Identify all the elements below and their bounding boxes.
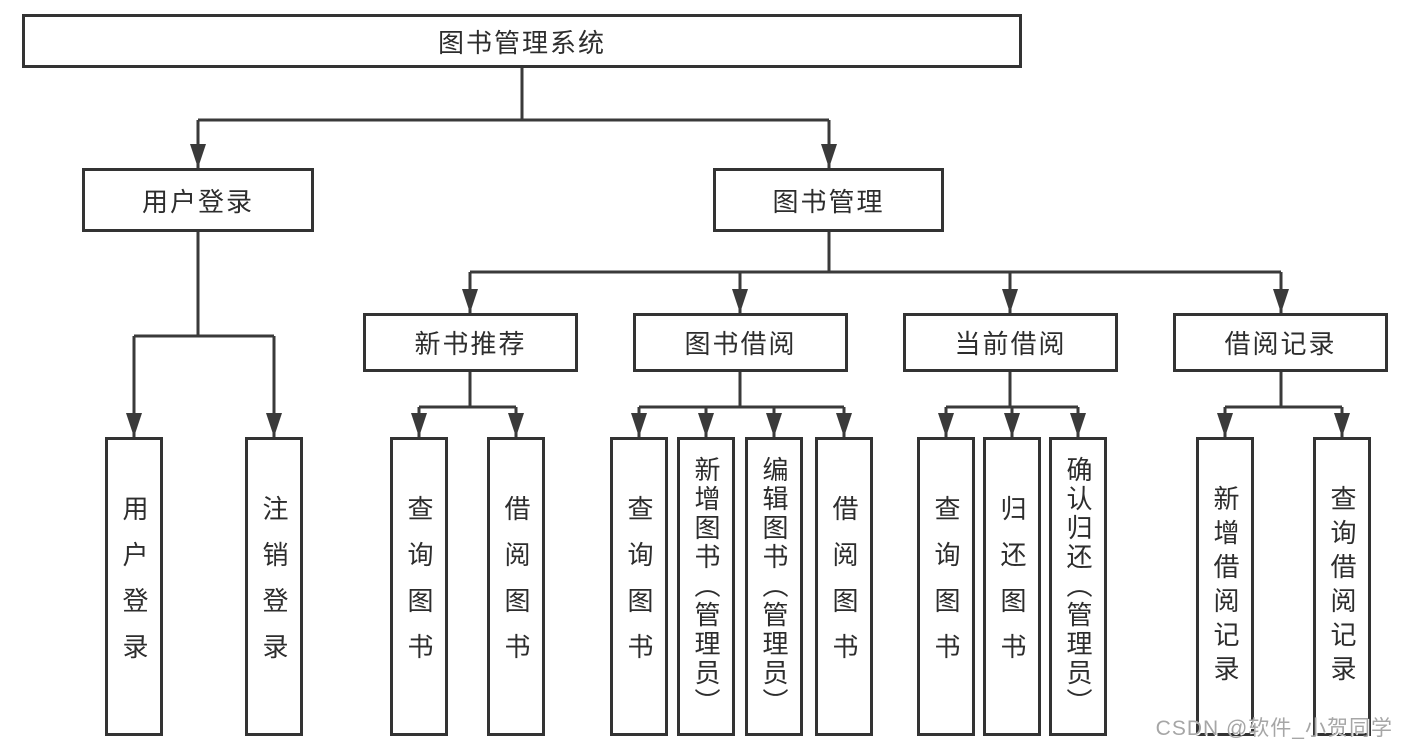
leaf-label: 新增借阅记录 [1210,484,1240,689]
leaf-add-book-admin: 新增图书（管理员） [677,437,735,736]
leaf-logout: 注销登录 [245,437,303,736]
node-label: 当前借阅 [954,329,1067,359]
node-new-book-recommend: 新书推荐 [363,313,578,372]
leaf-edit-book-admin: 编辑图书（管理员） [745,437,803,736]
node-book-borrow: 图书借阅 [633,313,848,372]
node-label: 借阅记录 [1224,329,1337,359]
node-label: 新书推荐 [414,329,527,359]
csdn-watermark: CSDN @软件_小贺同学 [1155,717,1393,740]
node-user-login: 用户登录 [82,168,314,232]
leaf-borrow-book-1: 借阅图书 [487,437,545,736]
node-library-management-system: 图书管理系统 [22,14,1022,68]
leaf-label: 归还图书 [997,494,1027,679]
node-label: 用户登录 [141,186,254,217]
leaf-label: 编辑图书（管理员） [759,456,789,717]
leaf-label: 查询图书 [931,494,961,679]
leaf-query-book-2: 查询图书 [610,437,668,736]
leaf-label: 用户登录 [119,494,149,679]
leaf-label: 借阅图书 [501,494,531,679]
leaf-label: 注销登录 [259,494,289,679]
node-current-borrow: 当前借阅 [903,313,1118,372]
leaf-return-book: 归还图书 [983,437,1041,736]
leaf-label: 查询图书 [624,494,654,679]
leaf-label: 确认归还（管理员） [1063,456,1093,717]
leaf-query-book-1: 查询图书 [390,437,448,736]
node-label: 图书借阅 [684,329,797,359]
leaf-add-borrow-record: 新增借阅记录 [1196,437,1254,736]
leaf-label: 查询图书 [404,494,434,679]
leaf-query-borrow-record: 查询借阅记录 [1313,437,1371,736]
node-label: 图书管理 [772,186,885,217]
leaf-label: 查询借阅记录 [1327,484,1357,689]
node-label: 图书管理系统 [437,27,606,58]
leaf-query-book-3: 查询图书 [917,437,975,736]
leaf-label: 新增图书（管理员） [691,456,721,717]
leaf-label: 借阅图书 [829,494,859,679]
node-borrow-records: 借阅记录 [1173,313,1388,372]
leaf-user-login: 用户登录 [105,437,163,736]
leaf-borrow-book-2: 借阅图书 [815,437,873,736]
node-book-management: 图书管理 [713,168,944,232]
leaf-confirm-return-admin: 确认归还（管理员） [1049,437,1107,736]
